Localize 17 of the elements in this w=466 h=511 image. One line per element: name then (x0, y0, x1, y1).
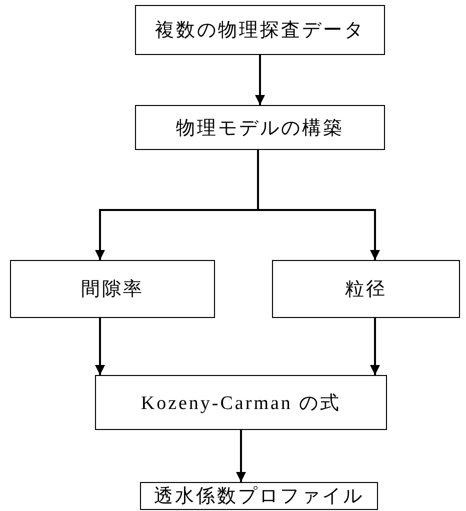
arrow (95, 318, 105, 375)
box-label: 間隙率 (81, 278, 144, 302)
box-label: Kozeny-Carman の式 (140, 392, 342, 416)
process-box (10, 260, 215, 318)
process-box (135, 5, 385, 55)
arrow (257, 150, 380, 260)
box-label: 複数の物理探査データ (155, 19, 365, 43)
arrow (370, 318, 380, 375)
box-label: 透水係数プロファイル (154, 485, 364, 509)
box-label: 物理モデルの構築 (176, 116, 344, 140)
arrow (255, 55, 265, 105)
arrow (236, 430, 246, 482)
process-box (140, 482, 378, 510)
process-box (95, 375, 387, 430)
process-box (272, 260, 460, 318)
process-box (135, 105, 385, 150)
box-label: 粒径 (345, 278, 387, 302)
